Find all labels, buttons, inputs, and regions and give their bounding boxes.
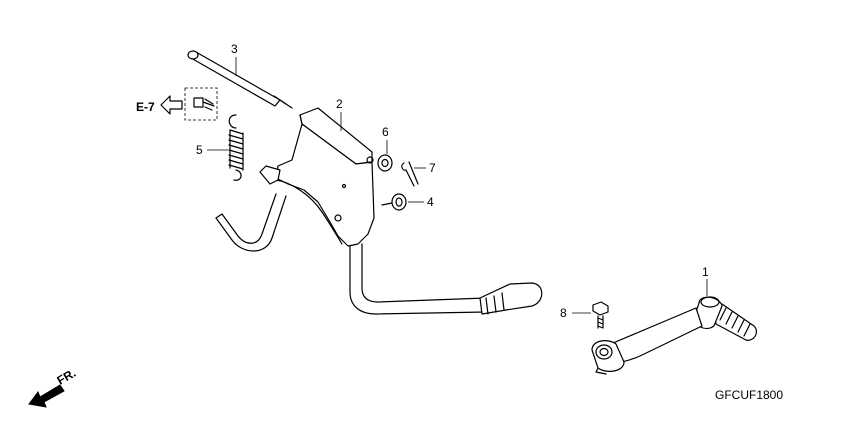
bolt-part-8[interactable]: [592, 301, 609, 329]
cotter-pin-part-7[interactable]: [401, 161, 419, 187]
callout-1: 1: [702, 265, 709, 279]
stopper-part-4[interactable]: [381, 193, 407, 211]
callout-5: 5: [196, 143, 203, 157]
main-stand-part-2[interactable]: [215, 107, 543, 315]
direction-label: FR.: [55, 366, 79, 388]
washer-part-6[interactable]: [377, 154, 393, 172]
callout-2: 2: [336, 97, 343, 111]
arrow-left-icon: [160, 95, 183, 115]
reference-label: E-7: [136, 100, 155, 114]
spring-part-5[interactable]: [228, 114, 244, 181]
bolt-icon: [193, 97, 215, 111]
callout-8: 8: [560, 306, 567, 320]
callout-3: 3: [231, 42, 238, 56]
front-direction-arrow-icon: [28, 384, 65, 408]
callout-6: 6: [382, 125, 389, 139]
callout-7: 7: [429, 161, 436, 175]
kick-starter-arm-part-1[interactable]: [591, 296, 758, 375]
reference-box: [184, 87, 218, 121]
figure-code: GFCUF1800: [715, 388, 783, 402]
pivot-shaft-part-3[interactable]: [187, 50, 293, 109]
callout-4: 4: [427, 195, 434, 209]
